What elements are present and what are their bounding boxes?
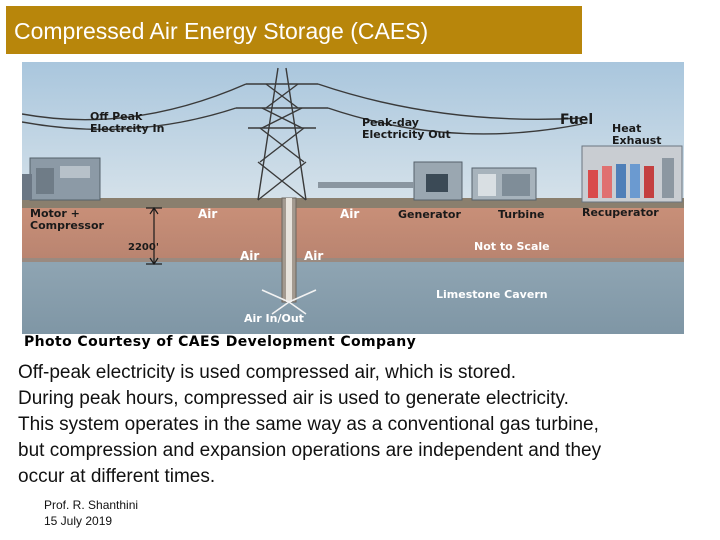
label-air-4: Air xyxy=(304,249,323,263)
label-air-1: Air xyxy=(198,207,217,221)
generator-turbine-building xyxy=(318,161,537,201)
caes-diagram: Off Peak Electrcity In Peak-day Electric… xyxy=(22,62,684,334)
label-air-2: Air xyxy=(340,207,359,221)
sky xyxy=(22,62,684,204)
label-depth: 2200' xyxy=(128,242,159,253)
recuperator-unit xyxy=(581,145,683,203)
label-recuperator: Recuperator xyxy=(582,206,659,219)
transmission-tower xyxy=(22,67,583,201)
body-line: but compression and expansion operations… xyxy=(18,440,602,461)
motor-compressor-building xyxy=(22,157,101,201)
label-heat: Heat xyxy=(612,122,641,135)
label-off-peak-2: Electrcity In xyxy=(90,122,164,135)
footer: Prof. R. Shanthini 15 July 2019 xyxy=(44,497,138,529)
body-line: Off-peak electricity is used compressed … xyxy=(18,362,517,383)
label-compressor: Compressor xyxy=(30,219,105,232)
label-exhaust: Exhaust xyxy=(612,134,662,147)
cavern-layer xyxy=(22,260,684,334)
credit-bar xyxy=(22,334,684,352)
label-peak-day: Peak-day xyxy=(362,116,419,129)
depth-arrow xyxy=(146,206,162,266)
air-shaft xyxy=(261,197,317,315)
label-generator: Generator xyxy=(398,208,461,221)
body-line: occur at different times. xyxy=(18,466,216,487)
label-fuel: Fuel xyxy=(560,112,593,128)
caes-diagram-svg: Off Peak Electrcity In Peak-day Electric… xyxy=(22,62,684,334)
label-air-in-out: Air In/Out xyxy=(244,312,304,325)
label-motor: Motor + xyxy=(30,207,80,220)
body-line: This system operates in the same way as … xyxy=(18,414,599,435)
footer-author: Prof. R. Shanthini xyxy=(44,498,139,512)
label-peak-day-2: Electricity Out xyxy=(362,128,451,141)
label-air-3: Air xyxy=(240,249,259,263)
slide-title: Compressed Air Energy Storage (CAES) xyxy=(14,18,429,44)
label-not-to-scale: Not to Scale xyxy=(474,240,550,253)
title-bar: Compressed Air Energy Storage (CAES) xyxy=(6,6,582,54)
footer-date: 15 July 2019 xyxy=(44,514,113,528)
body-line: During peak hours, compressed air is use… xyxy=(18,388,569,409)
soil-layer xyxy=(22,208,684,260)
photo-credit: Photo Courtesy of CAES Development Compa… xyxy=(24,334,417,350)
label-cavern: Limestone Cavern xyxy=(436,288,548,301)
label-turbine: Turbine xyxy=(498,208,545,221)
ground-surface xyxy=(22,198,684,208)
cavern-top-band xyxy=(22,258,684,262)
body-text: Off-peak electricity is used compressed … xyxy=(18,360,708,490)
label-off-peak: Off Peak xyxy=(90,110,143,123)
